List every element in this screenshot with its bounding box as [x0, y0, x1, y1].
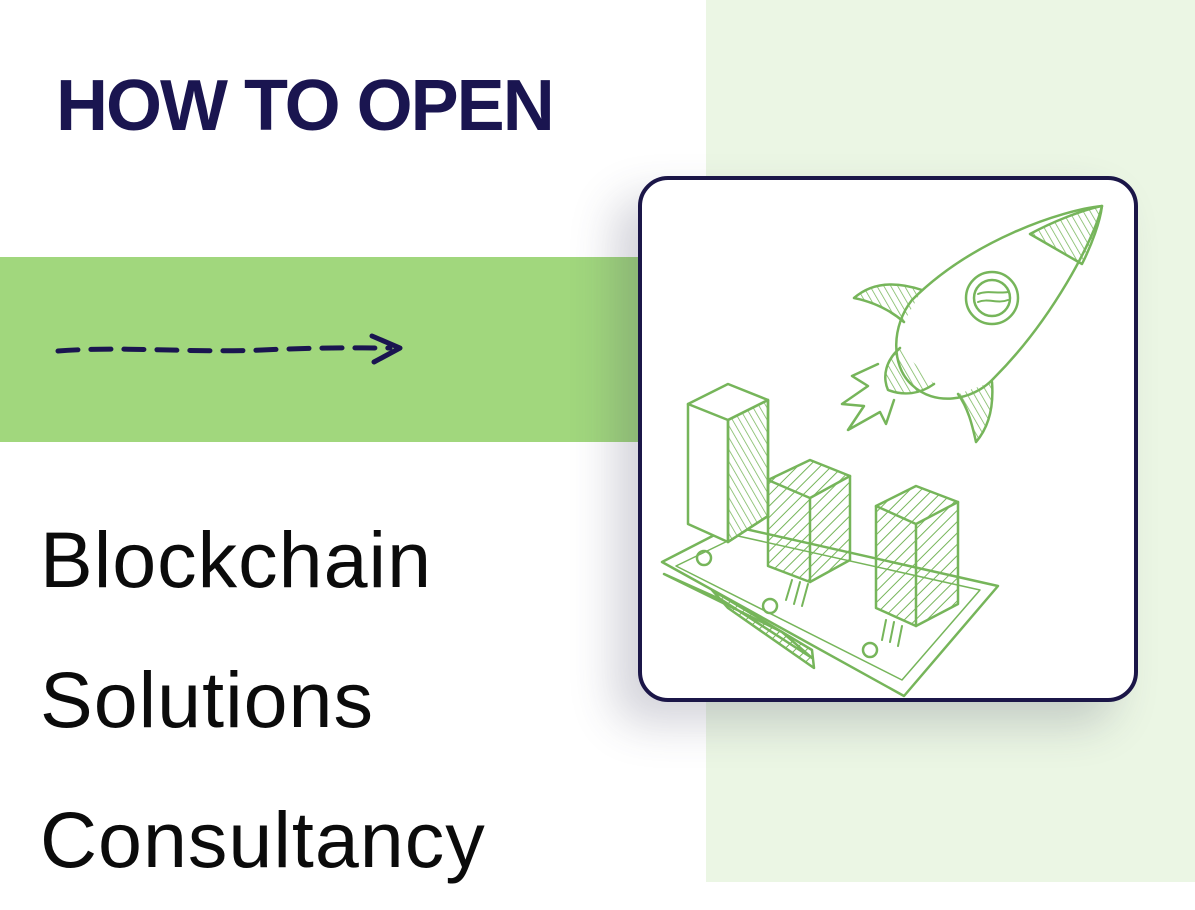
bar-chart-icon	[660, 382, 1000, 698]
eyebrow-title: HOW TO OPEN	[56, 66, 555, 146]
headline-line-3: Consultancy	[40, 795, 486, 884]
illustration-card	[638, 176, 1138, 702]
rocket-icon	[840, 204, 1104, 444]
headline-line-1: Blockchain	[40, 515, 433, 604]
headline-line-2: Solutions	[40, 655, 374, 744]
headline: Blockchain Solutions Consultancy	[40, 490, 486, 910]
dashed-arrow-icon	[55, 333, 403, 365]
illustration	[660, 204, 1104, 698]
